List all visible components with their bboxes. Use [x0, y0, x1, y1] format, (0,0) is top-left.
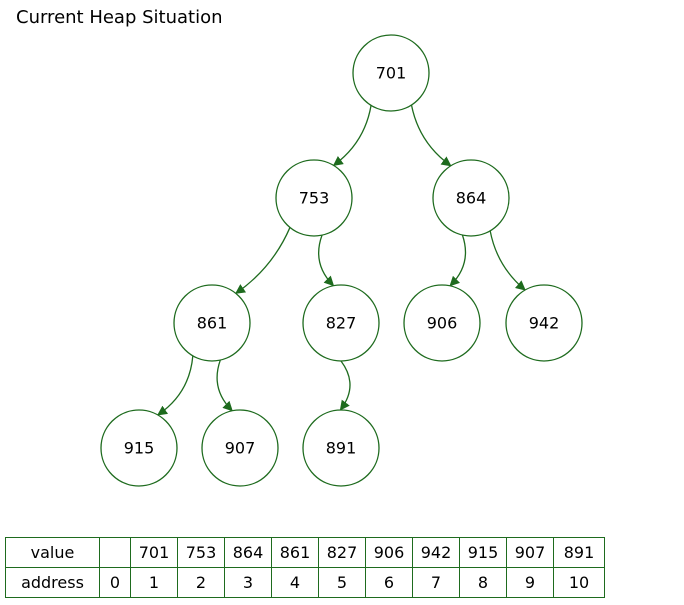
tree-edge-arrow [449, 234, 467, 287]
value-cell: 701 [130, 537, 178, 568]
address-cell: 10 [553, 567, 605, 598]
tree-edge-arrow [489, 230, 526, 291]
tree-edge-arrow [410, 104, 452, 167]
address-row-label: address [5, 567, 100, 598]
tree-edge-arrow [216, 359, 233, 412]
heap-node: 861 [173, 284, 251, 362]
heap-node-value: 701 [376, 64, 407, 83]
value-cell: 906 [365, 537, 413, 568]
heap-node: 907 [201, 409, 279, 487]
heap-node-circle [505, 284, 583, 362]
heap-node: 891 [302, 409, 380, 487]
value-cell: 861 [271, 537, 319, 568]
address-cell: 9 [506, 567, 554, 598]
heap-tree-diagram: 701 753 864 861 827 906 942 915 907 891 [100, 34, 583, 487]
heap-node-circle [432, 159, 510, 237]
heap-array-table: value 701 753 864 861 827 906 942 915 90… [5, 537, 605, 598]
value-cell: 753 [177, 537, 225, 568]
value-row: value 701 753 864 861 827 906 942 915 90… [5, 537, 605, 568]
heap-node: 864 [432, 159, 510, 237]
address-cell: 0 [99, 567, 131, 598]
value-row-label: value [5, 537, 100, 568]
heap-node: 701 [352, 34, 430, 112]
address-cell: 1 [130, 567, 178, 598]
address-cell: 4 [271, 567, 319, 598]
address-cell: 3 [224, 567, 272, 598]
tree-edge-arrow [318, 234, 335, 287]
heap-node-circle [275, 159, 353, 237]
heap-node-value: 942 [529, 314, 560, 333]
tree-edge-arrow [332, 105, 372, 166]
heap-node-value: 861 [197, 314, 228, 333]
heap-node: 753 [275, 159, 353, 237]
heap-node-value: 907 [225, 439, 256, 458]
heap-node-value: 864 [456, 189, 487, 208]
heap-node-value: 915 [124, 439, 155, 458]
value-cell: 915 [459, 537, 507, 568]
address-row: address 0 1 2 3 4 5 6 7 8 9 10 [5, 567, 605, 598]
heap-node-value: 906 [427, 314, 458, 333]
nodes-layer: 701 753 864 861 827 906 942 915 907 891 [100, 34, 583, 487]
heap-node: 942 [505, 284, 583, 362]
heap-node-circle [403, 284, 481, 362]
tree-edge-arrow [235, 227, 291, 294]
value-cell: 907 [506, 537, 554, 568]
heap-node: 915 [100, 409, 178, 487]
address-cell: 5 [318, 567, 366, 598]
value-cell: 942 [412, 537, 460, 568]
tree-edge-arrow [339, 360, 351, 411]
heap-node-circle [201, 409, 279, 487]
heap-node-value: 753 [299, 189, 330, 208]
value-cell: 827 [318, 537, 366, 568]
tree-edge-arrow [157, 355, 194, 416]
heap-node-value: 827 [326, 314, 357, 333]
page-title: Current Heap Situation [16, 7, 223, 28]
address-cell: 6 [365, 567, 413, 598]
heap-node: 827 [302, 284, 380, 362]
heap-node-circle [352, 34, 430, 112]
value-cell [99, 537, 131, 568]
value-cell: 864 [224, 537, 272, 568]
heap-node: 906 [403, 284, 481, 362]
value-cell: 891 [553, 537, 605, 568]
heap-node-circle [302, 284, 380, 362]
heap-node-circle [100, 409, 178, 487]
address-cell: 8 [459, 567, 507, 598]
edges-layer [157, 104, 526, 416]
address-cell: 2 [177, 567, 225, 598]
heap-node-circle [302, 409, 380, 487]
heap-node-circle [173, 284, 251, 362]
address-cell: 7 [412, 567, 460, 598]
heap-node-value: 891 [326, 439, 357, 458]
